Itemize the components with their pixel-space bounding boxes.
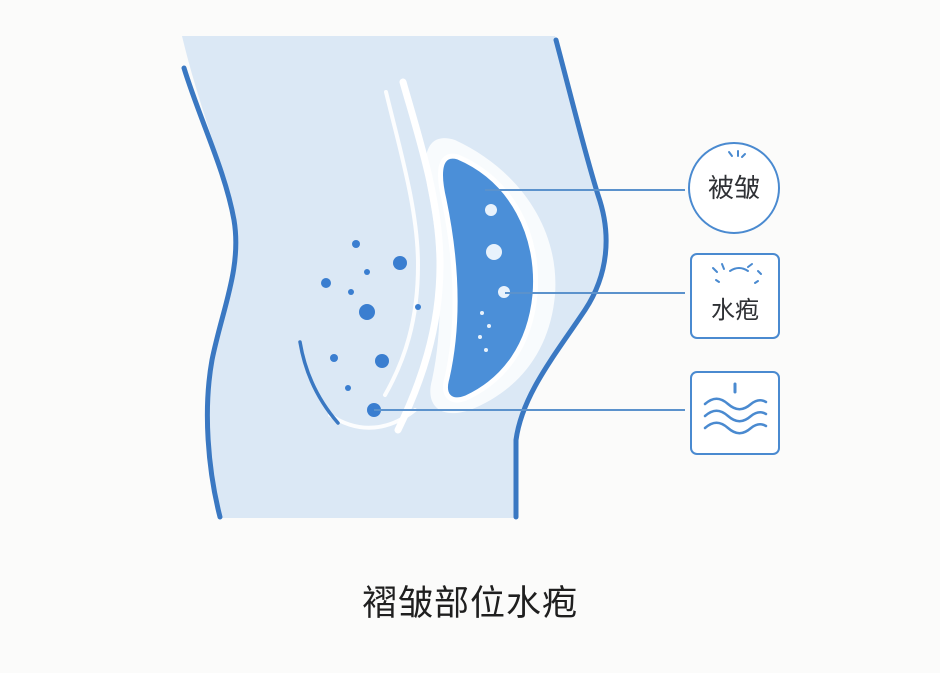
- skin-outline-left: [181, 65, 239, 520]
- blister-label: 水疱: [690, 253, 780, 339]
- fold-crease-inner: [383, 90, 421, 397]
- water-wave-label: [690, 371, 780, 455]
- blister-bubble: [484, 348, 488, 352]
- blister-bubble: [486, 244, 502, 260]
- diagram-caption: 褶皱部位水疱: [361, 584, 578, 624]
- blister-bubble: [487, 324, 491, 328]
- blister-bubble: [498, 286, 510, 298]
- blister-icon: [690, 253, 780, 339]
- fold-icon: [688, 142, 780, 234]
- small-crease: [298, 340, 340, 425]
- fold-crease-lower: [328, 408, 417, 430]
- blister-bubble: [478, 335, 482, 339]
- blister: [438, 153, 539, 403]
- blister-label-text: 水疱: [711, 296, 759, 324]
- skin-region: [182, 36, 609, 518]
- water-wave-icon: [690, 371, 780, 455]
- fold-label-text: 被皱: [708, 174, 760, 204]
- blister-bubble: [485, 204, 497, 216]
- blister-bubble: [480, 311, 484, 315]
- fold-label: 被皱: [688, 142, 780, 234]
- skin-outline-right: [513, 37, 609, 520]
